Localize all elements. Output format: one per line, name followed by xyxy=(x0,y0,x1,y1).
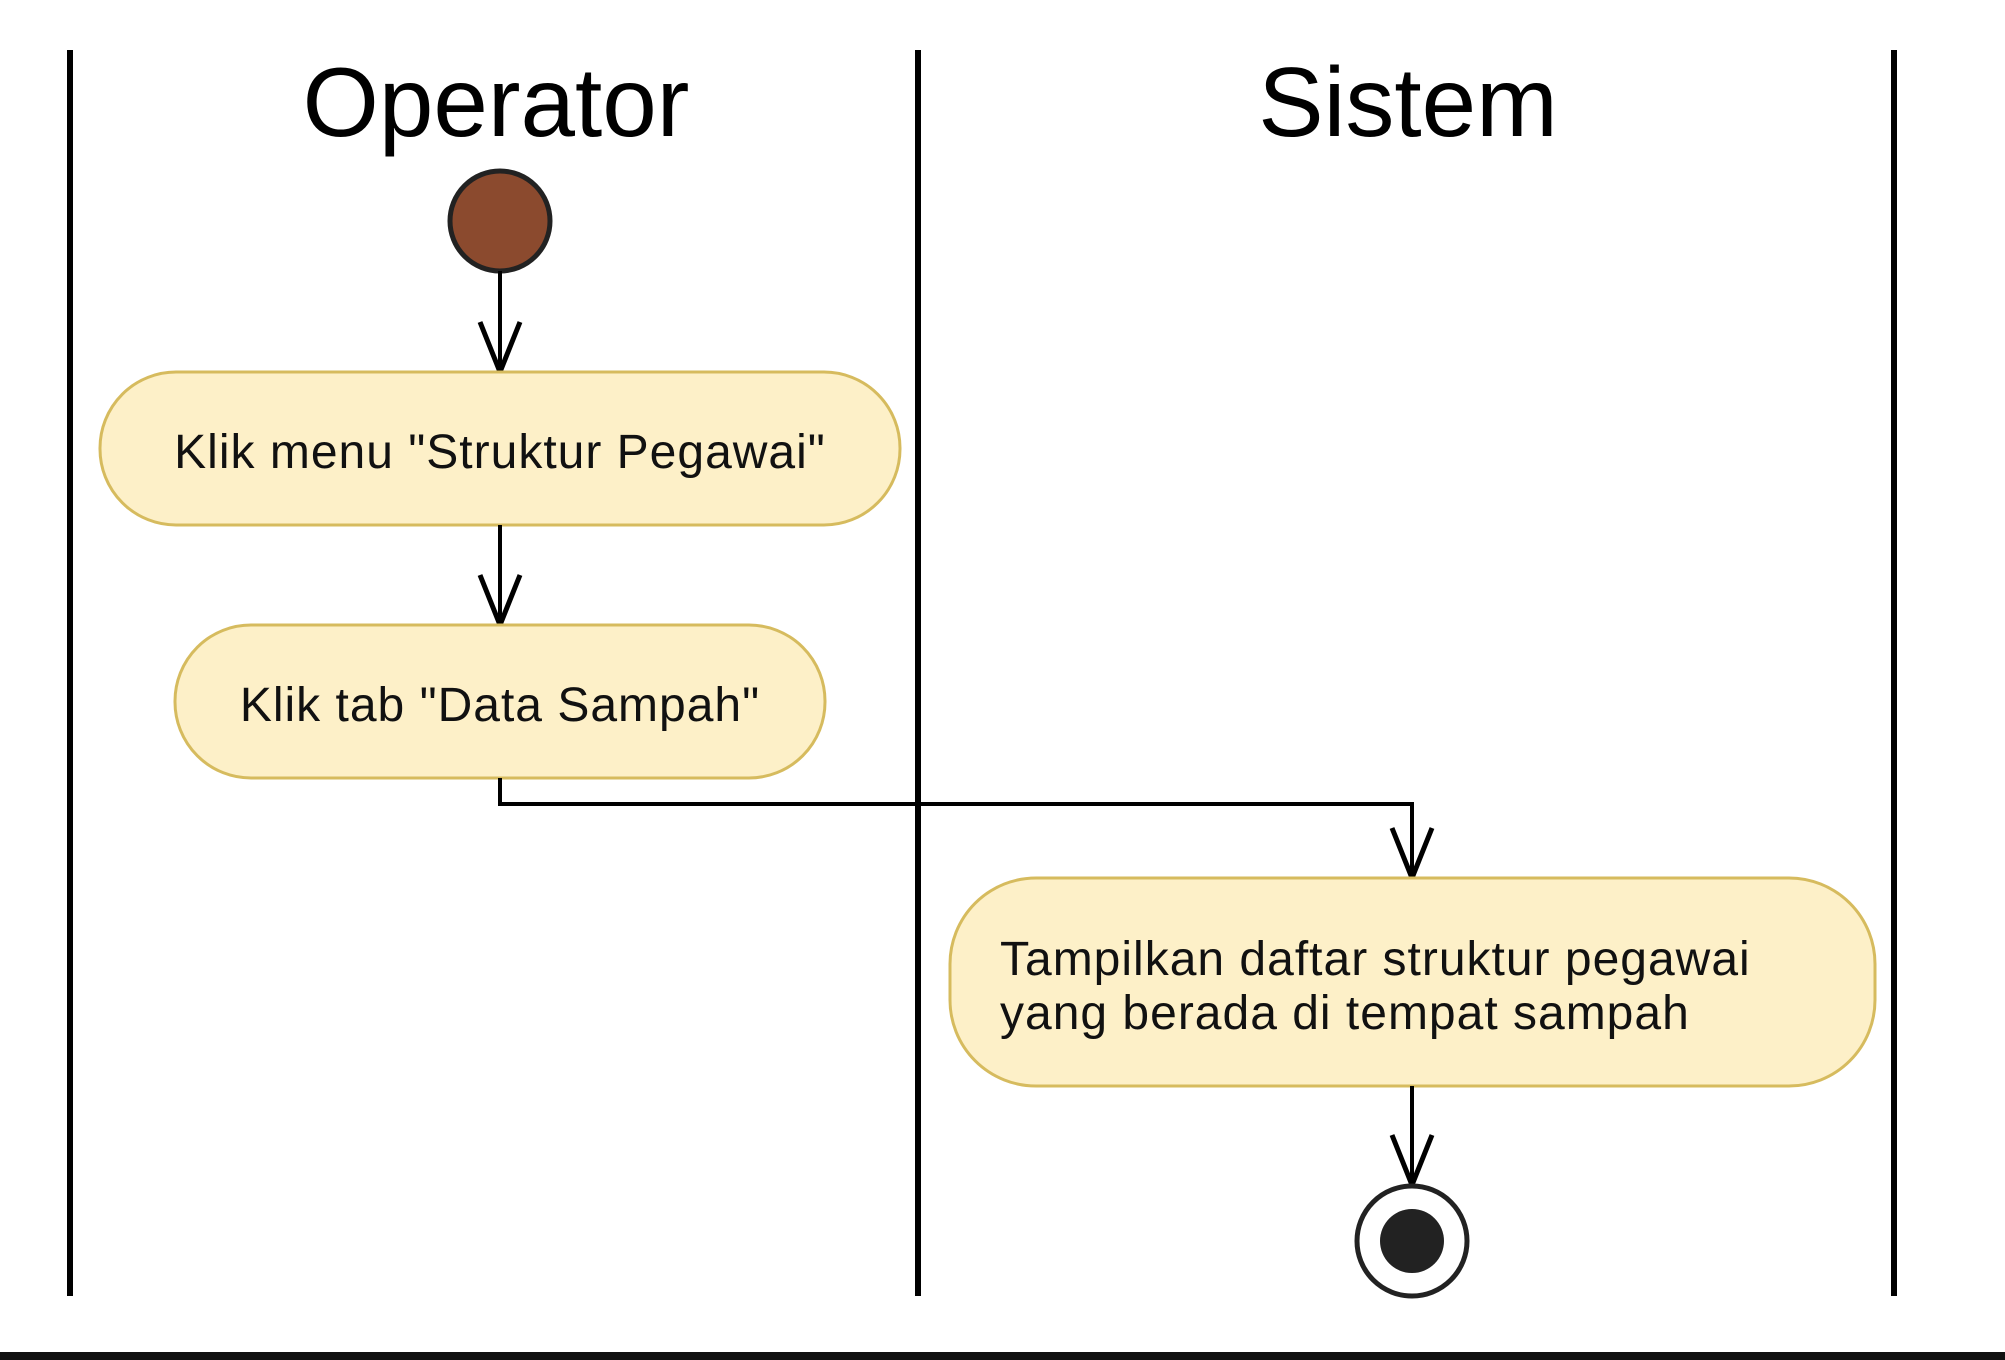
activity-klik-menu-label: Klik menu "Struktur Pegawai" xyxy=(174,426,826,479)
lane-title-sistem: Sistem xyxy=(1258,47,1558,157)
end-node-inner xyxy=(1380,1209,1444,1273)
activity-tampilkan-daftar-line-1: Tampilkan daftar struktur pegawai xyxy=(1000,933,1751,986)
flow-activity-2-to-3 xyxy=(498,778,1414,878)
bottom-border xyxy=(0,1352,2005,1360)
activity-klik-tab-label: Klik tab "Data Sampah" xyxy=(240,679,760,732)
start-node xyxy=(447,168,553,274)
lane-title-operator: Operator xyxy=(303,47,690,157)
activity-tampilkan-daftar-line-2: yang berada di tempat sampah xyxy=(1000,987,1690,1040)
